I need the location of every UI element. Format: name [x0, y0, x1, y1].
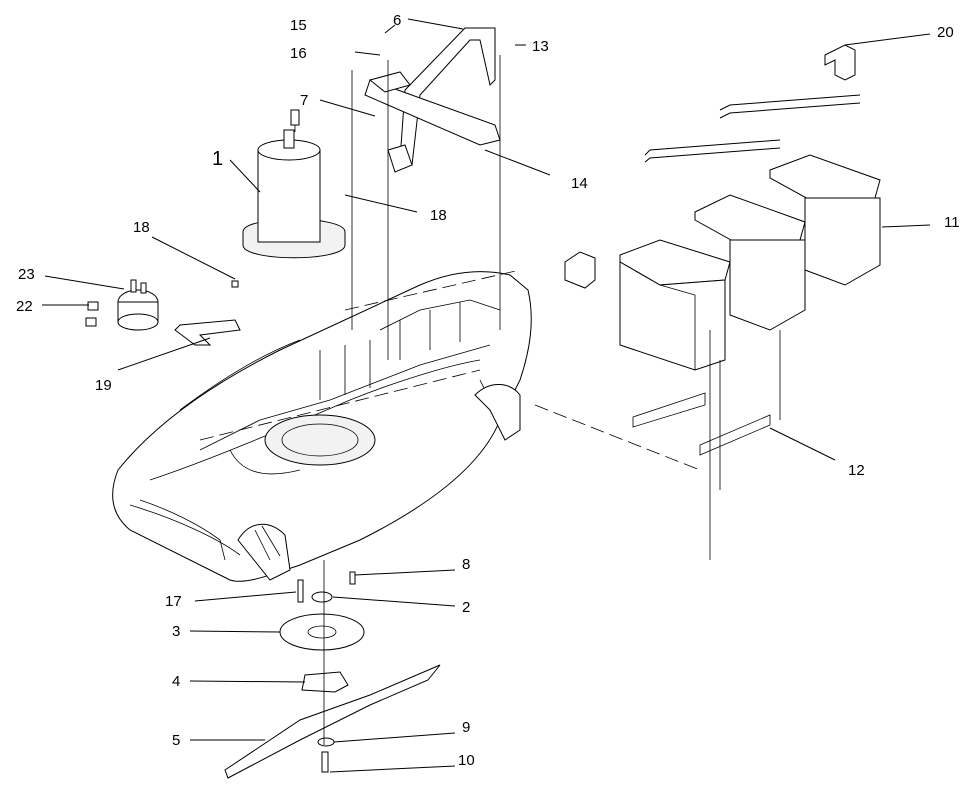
callout-13: 13: [532, 38, 549, 55]
callout-11: 11: [944, 214, 960, 231]
callout-5: 5: [172, 732, 180, 749]
handle-bracket: [364, 27, 501, 173]
callout-14: 14: [571, 175, 588, 192]
lower-blade-assembly: [224, 571, 441, 779]
callout-20: 20: [937, 24, 954, 41]
callout-16: 16: [290, 45, 307, 62]
callout-7: 7: [300, 92, 308, 109]
motor-assembly: [242, 109, 346, 259]
battery-pack: [564, 44, 881, 371]
callout-15: 15: [290, 17, 307, 34]
callout-18-left: 18: [133, 219, 150, 236]
callout-23: 23: [18, 266, 35, 283]
battery-tray: [632, 392, 771, 456]
callout-2: 2: [462, 599, 470, 616]
callout-17: 17: [165, 593, 182, 610]
callout-3: 3: [172, 623, 180, 640]
callout-8: 8: [462, 556, 470, 573]
callout-19: 19: [95, 377, 112, 394]
mower-deck-housing: [112, 271, 532, 582]
callout-18-top: 18: [430, 207, 447, 224]
callout-6: 6: [393, 12, 401, 29]
callout-12: 12: [848, 462, 865, 479]
solenoid-assembly: [85, 279, 241, 346]
callout-22: 22: [16, 298, 33, 315]
callout-1: 1: [212, 148, 223, 170]
leader-lines: [42, 18, 931, 773]
callout-9: 9: [462, 719, 470, 736]
callout-10: 10: [458, 752, 475, 769]
callout-labels: 1 2 3 4 5 6 7 8 9 10 11 12 13 14 15 16 1…: [16, 12, 960, 769]
callout-4: 4: [172, 673, 180, 690]
explode-lines: [199, 55, 781, 745]
